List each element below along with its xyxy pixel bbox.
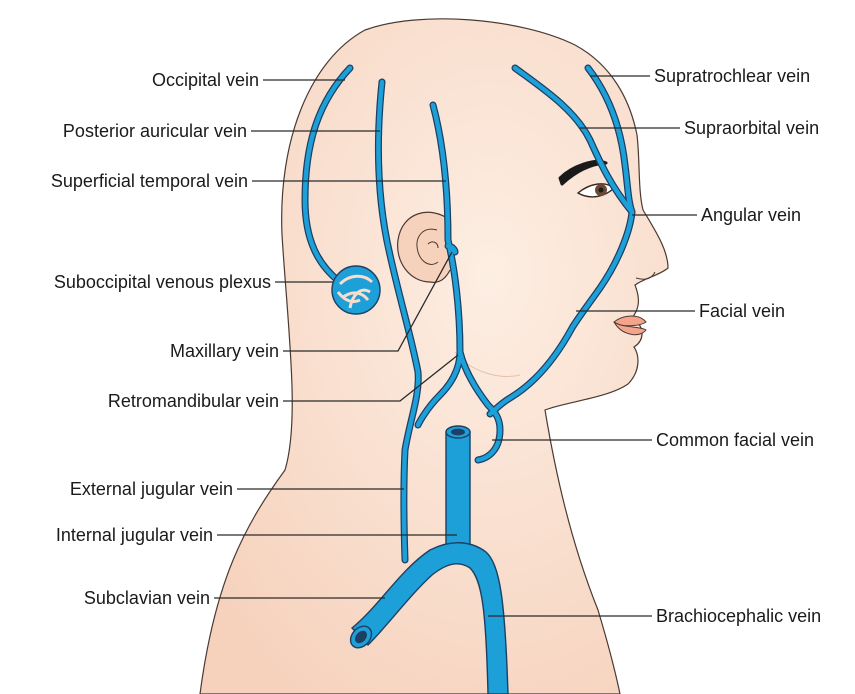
left-labels: Occipital vein Posterior auricular vein … — [51, 70, 279, 608]
label-occipital-vein: Occipital vein — [152, 70, 259, 90]
label-suboccipital-venous-plexus: Suboccipital venous plexus — [54, 272, 271, 292]
label-external-jugular-vein: External jugular vein — [70, 479, 233, 499]
label-internal-jugular-vein: Internal jugular vein — [56, 525, 213, 545]
label-facial-vein: Facial vein — [699, 301, 785, 321]
label-supratrochlear-vein: Supratrochlear vein — [654, 66, 810, 86]
label-subclavian-vein: Subclavian vein — [84, 588, 210, 608]
internal-jugular-vein — [446, 426, 470, 548]
label-supraorbital-vein: Supraorbital vein — [684, 118, 819, 138]
label-common-facial-vein: Common facial vein — [656, 430, 814, 450]
label-retromandibular-vein: Retromandibular vein — [108, 391, 279, 411]
label-maxillary-vein: Maxillary vein — [170, 341, 279, 361]
suboccipital-plexus — [332, 266, 380, 314]
label-brachiocephalic-vein: Brachiocephalic vein — [656, 606, 821, 626]
right-labels: Supratrochlear vein Supraorbital vein An… — [654, 66, 821, 626]
label-superficial-temporal-vein: Superficial temporal vein — [51, 171, 248, 191]
label-posterior-auricular-vein: Posterior auricular vein — [63, 121, 247, 141]
label-angular-vein: Angular vein — [701, 205, 801, 225]
